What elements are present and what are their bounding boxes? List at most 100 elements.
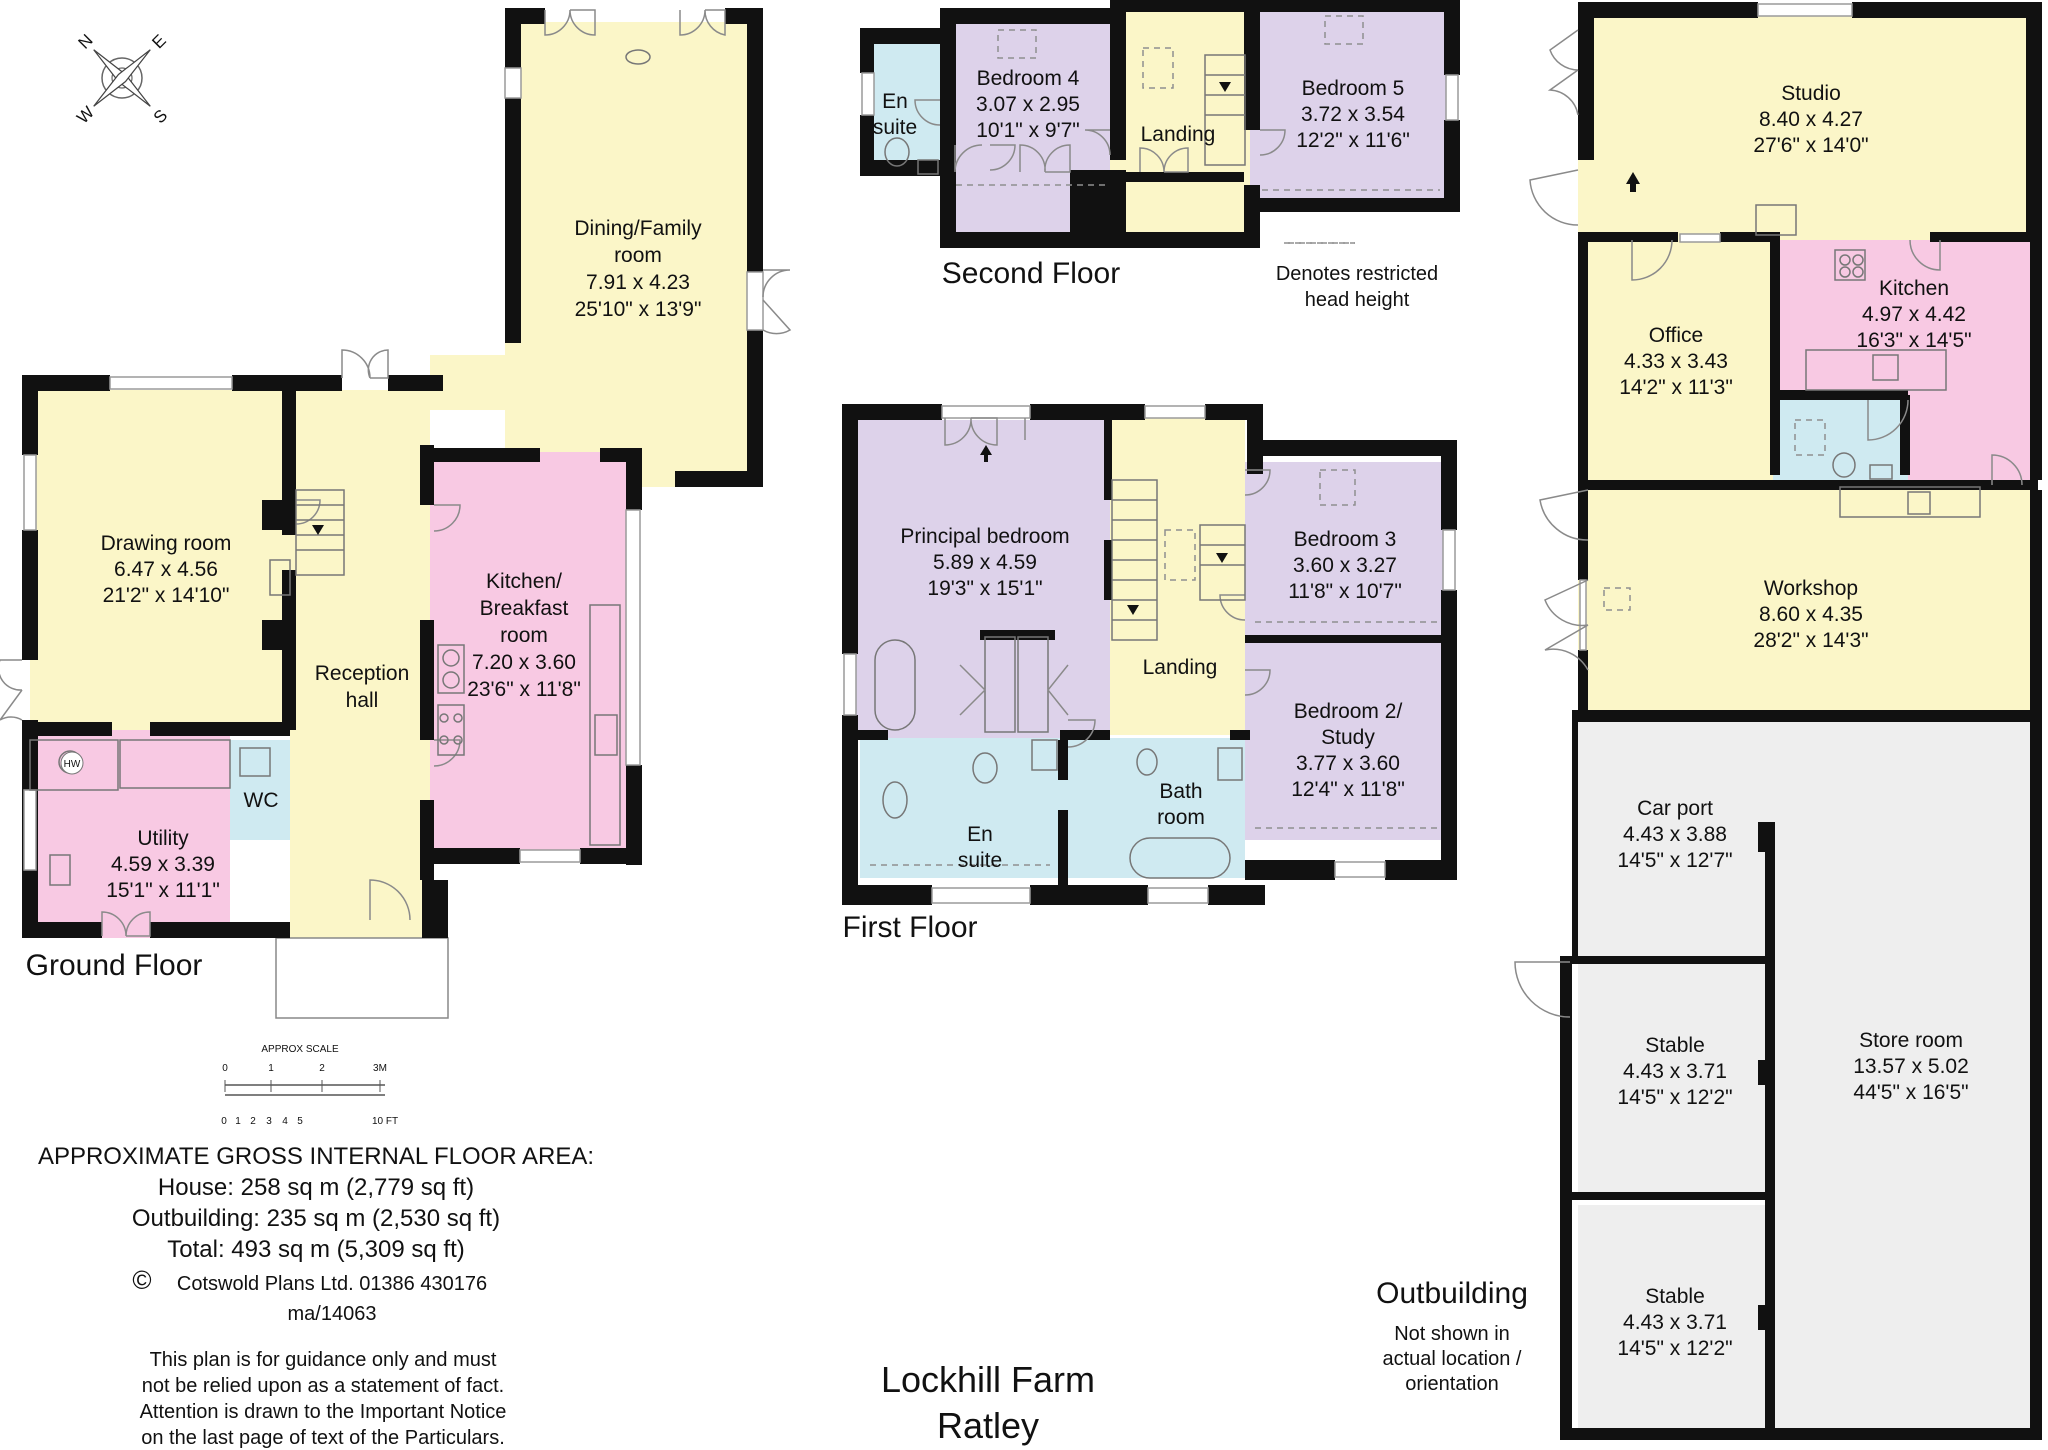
kitchen-breakfast-dim-m: 7.20 x 3.60 bbox=[472, 651, 576, 674]
compass-label-e: E bbox=[148, 31, 169, 52]
ground-floor-plan bbox=[0, 8, 792, 1019]
store-dim-m: 13.57 x 5.02 bbox=[1853, 1055, 1969, 1078]
outbuilding-note-2: actual location / bbox=[1383, 1348, 1522, 1370]
scale-ft-0: 0 bbox=[221, 1116, 227, 1127]
stable2-dim-m: 4.43 x 3.71 bbox=[1623, 1311, 1727, 1334]
bedroom5-dim-ft: 12'2" x 11'6" bbox=[1296, 129, 1410, 152]
reception-label-2: hall bbox=[346, 689, 379, 712]
link-fill bbox=[430, 355, 510, 410]
stable1-label: Stable bbox=[1645, 1034, 1705, 1057]
workshop-label: Workshop bbox=[1764, 577, 1858, 600]
area-heading: APPROXIMATE GROSS INTERNAL FLOOR AREA: bbox=[38, 1143, 594, 1170]
store-dim-ft: 44'5" x 16'5" bbox=[1853, 1081, 1968, 1104]
kitchen-breakfast-fill bbox=[430, 452, 640, 862]
studio-fill bbox=[1578, 10, 2038, 242]
utility-dim-ft: 15'1" x 11'1" bbox=[106, 879, 220, 902]
porch-outline bbox=[275, 937, 449, 1019]
copyright-line: Cotswold Plans Ltd. 01386 430176 bbox=[177, 1273, 487, 1295]
shower-fill bbox=[1773, 395, 1908, 480]
carport-fill bbox=[1578, 715, 1773, 960]
stable1-fill bbox=[1578, 960, 1773, 1195]
ensuite2-label-1: En bbox=[882, 90, 908, 113]
stable2-label: Stable bbox=[1645, 1285, 1705, 1308]
principal-label: Principal bedroom bbox=[900, 525, 1069, 548]
bedroom3-dim-m: 3.60 x 3.27 bbox=[1293, 554, 1397, 577]
bedroom2-label-1: Bedroom 2/ bbox=[1294, 700, 1403, 723]
bedroom2-dim-ft: 12'4" x 11'8" bbox=[1291, 778, 1405, 801]
disclaimer-4: on the last page of text of the Particul… bbox=[141, 1427, 505, 1449]
bedroom4-dim-ft: 10'1" x 9'7" bbox=[976, 119, 1080, 142]
landing1-label: Landing bbox=[1143, 656, 1218, 679]
scale-ft-4: 4 bbox=[282, 1116, 288, 1127]
disclaimer-1: This plan is for guidance only and must bbox=[150, 1349, 497, 1371]
scale-m-2: 2 bbox=[319, 1063, 325, 1074]
scale-ft-10: 10 FT bbox=[372, 1116, 398, 1127]
office-dim-m: 4.33 x 3.43 bbox=[1624, 350, 1728, 373]
stable2-fill bbox=[1578, 1205, 1773, 1440]
bedroom5-label: Bedroom 5 bbox=[1302, 77, 1405, 100]
second-floor-title: Second Floor bbox=[942, 257, 1120, 290]
outbuilding-note-3: orientation bbox=[1405, 1373, 1498, 1395]
kitchen-out-dim-m: 4.97 x 4.42 bbox=[1862, 303, 1966, 326]
ensuite1-fill bbox=[860, 738, 1065, 878]
carport-dim-m: 4.43 x 3.88 bbox=[1623, 823, 1727, 846]
ensuite2-fill bbox=[870, 40, 950, 175]
scale-ft-2: 2 bbox=[250, 1116, 256, 1127]
compass-rose: N S W E bbox=[73, 31, 171, 128]
bedroom3-dim-ft: 11'8" x 10'7" bbox=[1288, 580, 1402, 603]
utility-fill bbox=[30, 730, 230, 938]
studio-label: Studio bbox=[1781, 82, 1841, 105]
second-floor-plan bbox=[860, 0, 1460, 248]
scale-title: APPROX SCALE bbox=[261, 1044, 339, 1055]
copyright-symbol: © bbox=[132, 1265, 151, 1295]
drawing-room-fill bbox=[30, 390, 295, 730]
plan-reference: ma/14063 bbox=[288, 1303, 377, 1325]
property-name: Lockhill Farm bbox=[881, 1359, 1095, 1400]
landing1-fill bbox=[1110, 415, 1245, 735]
svg-text:This plan is for guidance only: This plan is for guidance only and mustn… bbox=[140, 1349, 507, 1449]
bedroom2-label-2: Study bbox=[1321, 726, 1375, 749]
utility-label: Utility bbox=[137, 827, 189, 850]
kitchen-breakfast-label-3: room bbox=[500, 624, 548, 647]
workshop-dim-ft: 28'2" x 14'3" bbox=[1753, 629, 1868, 652]
first-floor-plan bbox=[842, 404, 1457, 905]
area-total: Total: 493 sq m (5,309 sq ft) bbox=[167, 1236, 464, 1263]
area-summary: APPROXIMATE GROSS INTERNAL FLOOR AREA: H… bbox=[38, 1143, 594, 1449]
stable2-dim-ft: 14'5" x 12'2" bbox=[1617, 1337, 1732, 1360]
bedroom2-dim-m: 3.77 x 3.60 bbox=[1296, 752, 1400, 775]
carport-label: Car port bbox=[1637, 797, 1713, 820]
ensuite1-label-1: En bbox=[967, 823, 993, 846]
store-label: Store room bbox=[1859, 1029, 1963, 1052]
hw-label: HW bbox=[64, 759, 81, 770]
office-dim-ft: 14'2" x 11'3" bbox=[1619, 376, 1733, 399]
bedroom2-fill bbox=[1245, 640, 1445, 840]
drawing-label: Drawing room bbox=[101, 532, 232, 555]
property-place: Ratley bbox=[937, 1405, 1039, 1446]
kitchen-breakfast-label-2: Breakfast bbox=[480, 597, 569, 620]
stable1-dim-ft: 14'5" x 12'2" bbox=[1617, 1086, 1732, 1109]
area-outbuilding: Outbuilding: 235 sq m (2,530 sq ft) bbox=[132, 1205, 500, 1232]
kitchen-breakfast-label-1: Kitchen/ bbox=[486, 570, 562, 593]
kitchen-out-dim-ft: 16'3" x 14'5" bbox=[1856, 329, 1971, 352]
compass-label-s: S bbox=[150, 106, 171, 127]
area-house: House: 258 sq m (2,779 sq ft) bbox=[158, 1174, 474, 1201]
outbuilding-plan bbox=[1514, 2, 2042, 1440]
